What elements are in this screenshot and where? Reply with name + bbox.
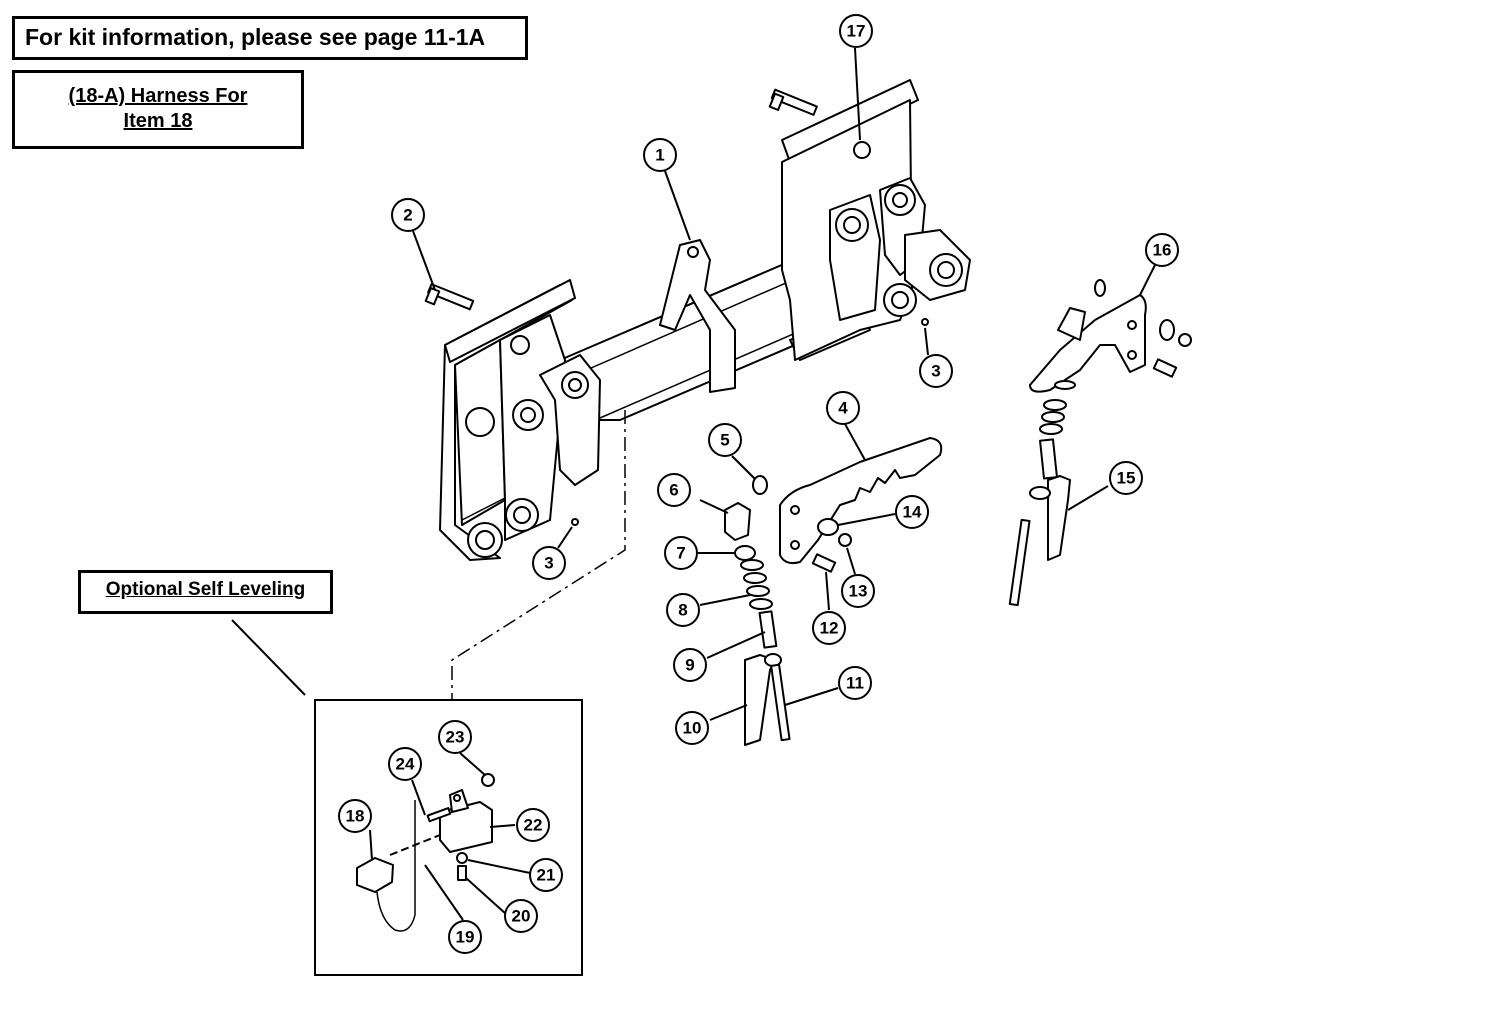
svg-text:10: 10 [683,719,702,738]
callout-16: 16 [1145,233,1179,267]
spring-item-8 [740,559,773,610]
svg-text:20: 20 [512,907,531,926]
callout-4: 4 [826,391,860,425]
svg-text:21: 21 [537,866,556,885]
callout-9: 9 [673,648,707,682]
nut-item-13 [838,533,852,547]
callout-6: 6 [657,473,691,507]
washer-item-21 [456,852,468,864]
callout-20: 20 [504,899,538,933]
svg-text:23: 23 [446,728,465,747]
svg-text:24: 24 [396,755,415,774]
kit-info-note: For kit information, please see page 11-… [12,16,528,60]
sensor-item-18 [356,800,416,932]
nut-item-3-right [921,318,929,326]
bolt-item-17-upper [768,88,818,116]
svg-text:16: 16 [1153,241,1172,260]
callout-5: 5 [708,423,742,457]
nut-item-3-left [571,518,579,526]
leader-lines [369,47,1156,921]
pin-item-15 [1008,518,1031,607]
lever-item-16 [1029,294,1147,393]
washer-item-14 [817,518,839,536]
callout-3-left: 3 [532,546,566,580]
svg-text:6: 6 [669,481,678,500]
svg-text:12: 12 [820,619,839,638]
callout-19: 19 [448,920,482,954]
bolt-item-2 [424,283,475,311]
svg-text:9: 9 [685,656,694,675]
latch-item-15 [1029,475,1071,561]
svg-text:22: 22 [524,816,543,835]
callout-21: 21 [529,858,563,892]
quick-attach-frame [439,79,971,561]
nut-item-23 [481,773,495,787]
latch-item-10 [744,653,782,746]
mounting-line-item-19 [389,834,441,856]
svg-text:13: 13 [849,582,868,601]
callout-18: 18 [338,799,372,833]
svg-text:14: 14 [903,503,922,522]
svg-text:3: 3 [931,362,940,381]
detail-pointer-line [231,619,306,696]
callout-10: 10 [675,711,709,745]
bolt-item-20 [457,865,467,881]
washer-item-16 [1159,319,1175,341]
callout-2: 2 [391,198,425,232]
svg-text:1: 1 [655,146,664,165]
kit-info-text: For kit information, please see page 11-… [25,24,486,50]
callout-13: 13 [841,574,875,608]
svg-text:17: 17 [847,22,866,41]
svg-text:3: 3 [544,554,553,573]
callout-8: 8 [666,593,700,627]
callout-17: 17 [839,14,873,48]
callout-23: 23 [438,720,472,754]
svg-text:5: 5 [720,431,729,450]
svg-text:15: 15 [1117,469,1136,488]
harness-note-line2: Item 18 [123,110,193,132]
pin-item-11 [770,663,791,742]
callout-7: 7 [664,536,698,570]
block-item-6 [724,502,751,541]
bushing-item-7 [734,545,756,561]
bolt-item-16 [1152,358,1178,378]
callout-24: 24 [388,747,422,781]
self-leveling-label-box: Optional Self Leveling [78,570,333,614]
svg-text:4: 4 [838,399,848,418]
bracket-item-22 [439,789,493,853]
nut-item-16 [1178,333,1192,347]
ring-item-16-clip [1094,279,1106,297]
callout-1: 1 [643,138,677,172]
self-leveling-label: Optional Self Leveling [105,579,306,600]
svg-text:18: 18 [346,807,365,826]
callout-14: 14 [895,495,929,529]
svg-text:2: 2 [403,206,412,225]
ring-item-5 [752,475,768,495]
harness-note-line1: (18-A) Harness For [68,85,248,107]
callout-22: 22 [516,808,550,842]
harness-note: (18-A) Harness For Item 18 [12,70,304,149]
bolt-item-12 [811,553,837,573]
pin-item-9 [758,610,778,649]
callout-12: 12 [812,611,846,645]
callout-3-right: 3 [919,354,953,388]
svg-text:8: 8 [678,601,687,620]
pin-item-16 [1039,438,1058,480]
callout-15: 15 [1109,461,1143,495]
svg-text:19: 19 [456,928,475,947]
svg-text:7: 7 [676,544,685,563]
callout-11: 11 [838,666,872,700]
svg-text:11: 11 [846,674,864,693]
bolt-item-24 [426,807,452,823]
spring-item-16 [1039,380,1076,435]
